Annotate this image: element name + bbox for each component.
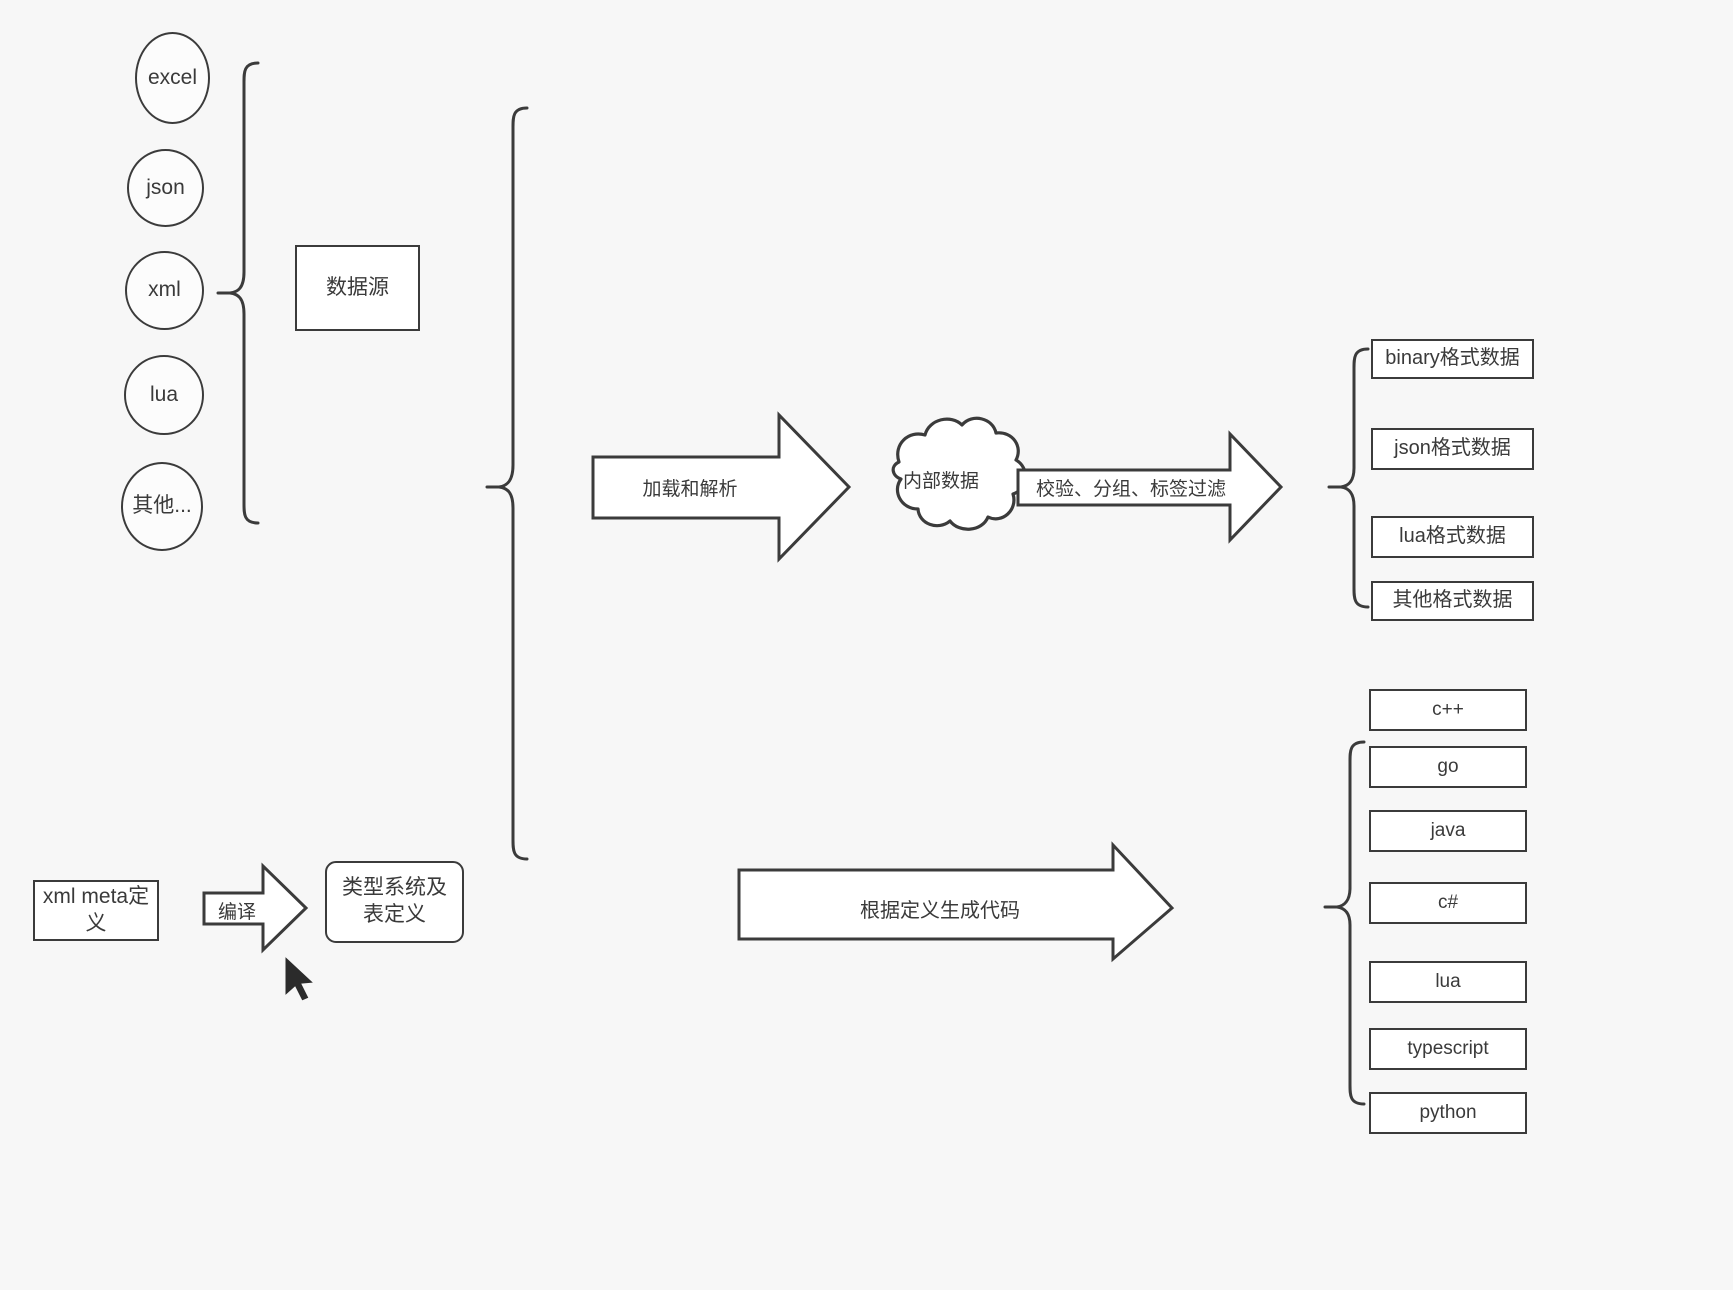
output-box-other-label: 其他格式数据 <box>1392 589 1513 612</box>
type-system-box[interactable]: 类型系统及表定义 <box>325 861 464 943</box>
output-box-lua[interactable]: lua格式数据 <box>1371 516 1534 558</box>
brace-languages <box>1323 740 1366 1106</box>
source-circle-lua-label: lua <box>149 382 179 406</box>
source-circle-xml-label: xml <box>148 278 181 302</box>
arrow-compile <box>202 862 309 954</box>
data-source-box-label: 数据源 <box>326 275 389 299</box>
cloud-internal-data <box>891 416 1027 531</box>
brace-data-formats <box>1327 347 1370 609</box>
lang-box-typescript[interactable]: typescript <box>1369 1028 1527 1070</box>
xml-meta-definition-label: xml meta定义 <box>42 884 150 935</box>
lang-box-go-label: go <box>1437 755 1459 777</box>
brace-sources <box>216 61 260 525</box>
source-circle-excel-label: excel <box>147 65 198 89</box>
lang-box-typescript-label: typescript <box>1407 1037 1489 1059</box>
source-circle-json[interactable]: json <box>127 149 204 227</box>
output-box-binary[interactable]: binary格式数据 <box>1371 339 1534 379</box>
source-circle-xml[interactable]: xml <box>125 251 204 330</box>
output-box-json-label: json格式数据 <box>1394 437 1511 460</box>
lang-box-cpp[interactable]: c++ <box>1369 689 1527 731</box>
mouse-cursor-icon <box>284 954 316 1002</box>
source-circle-lua[interactable]: lua <box>124 355 204 435</box>
source-circle-other[interactable]: 其他... <box>121 462 203 551</box>
output-box-binary-label: binary格式数据 <box>1385 347 1520 370</box>
source-circle-other-label: 其他... <box>132 494 192 518</box>
lang-box-csharp[interactable]: c# <box>1369 882 1527 924</box>
lang-box-lua-label: lua <box>1435 970 1461 992</box>
arrow-generate-code <box>737 841 1175 963</box>
brace-pipeline-input <box>485 106 529 861</box>
arrow-validate-group-filter <box>1016 430 1284 544</box>
lang-box-java-label: java <box>1430 819 1466 841</box>
source-circle-excel[interactable]: excel <box>135 32 210 124</box>
source-circle-json-label: json <box>146 175 185 199</box>
output-box-lua-label: lua格式数据 <box>1399 525 1506 548</box>
type-system-label: 类型系统及表定义 <box>342 876 447 926</box>
lang-box-go[interactable]: go <box>1369 746 1527 788</box>
lang-box-python-label: python <box>1419 1101 1477 1123</box>
arrow-load-parse <box>591 411 852 563</box>
output-box-json[interactable]: json格式数据 <box>1371 428 1534 470</box>
lang-box-csharp-label: c# <box>1437 891 1459 913</box>
lang-box-cpp-label: c++ <box>1432 698 1464 720</box>
lang-box-lua[interactable]: lua <box>1369 961 1527 1003</box>
output-box-other[interactable]: 其他格式数据 <box>1371 581 1534 621</box>
lang-box-java[interactable]: java <box>1369 810 1527 852</box>
data-source-box[interactable]: 数据源 <box>295 245 420 331</box>
lang-box-python[interactable]: python <box>1369 1092 1527 1134</box>
xml-meta-definition-box[interactable]: xml meta定义 <box>33 880 159 941</box>
